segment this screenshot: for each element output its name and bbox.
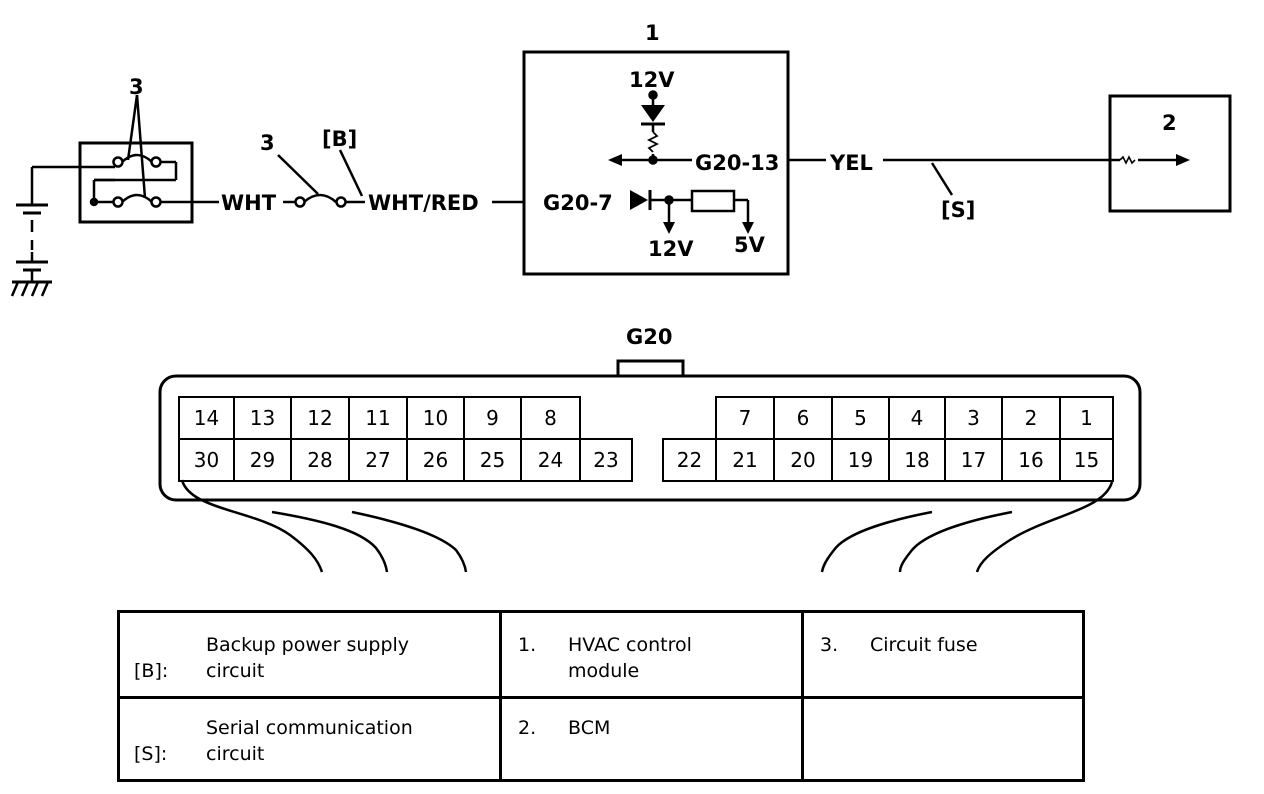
pin-number: 29 bbox=[250, 448, 275, 472]
pin-number: 9 bbox=[486, 406, 499, 430]
pin-number: 26 bbox=[423, 448, 448, 472]
legend-s-desc-line1: Serial communication bbox=[206, 717, 413, 739]
pin-number: 1 bbox=[1080, 406, 1093, 430]
pin-cell bbox=[579, 438, 633, 482]
pin-cell bbox=[178, 438, 235, 482]
legend-cell-3: 3. Circuit fuse bbox=[804, 613, 1084, 696]
pin-number: 23 bbox=[593, 448, 618, 472]
legend-cell-2: 2. BCM bbox=[502, 699, 801, 782]
pin-cell bbox=[888, 438, 946, 482]
pin-cell bbox=[662, 438, 717, 482]
legend-b-key: [B]: bbox=[134, 660, 169, 682]
pins-left-grid: 14 13 12 11 10 9 8 30 29 28 27 26 25 24 23 bbox=[178, 396, 633, 482]
pin-number: 28 bbox=[307, 448, 332, 472]
pin-cell bbox=[1059, 438, 1114, 482]
legend-divider bbox=[120, 696, 1082, 699]
legend-b-desc-line1: Backup power supply bbox=[206, 634, 410, 656]
volt-5v-label: 5V bbox=[734, 233, 766, 257]
volt-12v-top-label: 12V bbox=[629, 68, 675, 92]
pin-cell bbox=[944, 438, 1003, 482]
legend-cell-b: [B]: Backup power supply circuit bbox=[120, 613, 499, 696]
connector-name: G20 bbox=[626, 325, 672, 349]
pin-number: 30 bbox=[194, 448, 219, 472]
fuse-number-label-a: 3 bbox=[129, 75, 144, 99]
wire-wht-red-label: WHT/RED bbox=[368, 191, 479, 215]
legend-cell-1: 1. HVAC control module bbox=[502, 613, 801, 696]
pin-number: 25 bbox=[480, 448, 505, 472]
legend-cell-s: [S]: Serial communication circuit bbox=[120, 699, 499, 782]
legend-s-desc-line2: circuit bbox=[206, 743, 265, 765]
legend-item2-num: 2. bbox=[518, 717, 537, 739]
pin-number: 5 bbox=[854, 406, 867, 430]
pin-cell bbox=[773, 396, 833, 440]
legend-item1-num: 1. bbox=[518, 634, 537, 656]
legend-item3-num: 3. bbox=[820, 634, 839, 656]
legend-item2-text: BCM bbox=[568, 717, 611, 739]
volt-12v-bottom-label: 12V bbox=[648, 237, 694, 261]
pin-cell bbox=[348, 438, 408, 482]
pin-number: 2 bbox=[1025, 406, 1038, 430]
pin-number: 14 bbox=[194, 406, 219, 430]
module-2-number: 2 bbox=[1162, 111, 1177, 135]
fuse-number-label-b: 3 bbox=[260, 131, 275, 155]
pin-g20-13-label: G20-13 bbox=[695, 151, 779, 175]
legend-s-key: [S]: bbox=[134, 743, 168, 765]
pin-number: 19 bbox=[848, 448, 873, 472]
pin-number: 17 bbox=[961, 448, 986, 472]
legend-table: [B]: Backup power supply circuit [S]: Se… bbox=[117, 610, 1085, 782]
legend-item1-line1: HVAC control bbox=[568, 634, 692, 656]
pin-number: 21 bbox=[732, 448, 757, 472]
module-1-number: 1 bbox=[645, 21, 660, 45]
pin-number: 15 bbox=[1074, 448, 1099, 472]
pin-number: 20 bbox=[790, 448, 815, 472]
serial-tag: [S] bbox=[941, 198, 975, 222]
legend-item3-text: Circuit fuse bbox=[870, 634, 978, 656]
pin-cell bbox=[831, 438, 890, 482]
pin-number: 7 bbox=[739, 406, 752, 430]
wire-wht-label: WHT bbox=[221, 191, 277, 215]
pin-number: 24 bbox=[538, 448, 563, 472]
pin-number: 16 bbox=[1018, 448, 1043, 472]
legend-b-desc-line2: circuit bbox=[206, 660, 265, 682]
pin-number: 18 bbox=[904, 448, 929, 472]
pin-cell bbox=[290, 438, 350, 482]
pin-number: 6 bbox=[797, 406, 810, 430]
pin-cell bbox=[715, 396, 775, 440]
wire-yel-label: YEL bbox=[829, 151, 873, 175]
legend-cell-empty bbox=[804, 699, 1084, 782]
pin-number: 10 bbox=[423, 406, 448, 430]
legend-item1-line2: module bbox=[568, 660, 640, 682]
pin-number: 11 bbox=[365, 406, 390, 430]
pin-cell bbox=[520, 438, 581, 482]
backup-tag: [B] bbox=[322, 127, 357, 151]
pin-cell bbox=[773, 438, 833, 482]
pin-cell bbox=[463, 396, 522, 440]
pin-g20-7-label: G20-7 bbox=[543, 191, 613, 215]
pin-number: 4 bbox=[911, 406, 924, 430]
pin-number: 27 bbox=[365, 448, 390, 472]
pin-number: 3 bbox=[967, 406, 980, 430]
pin-number: 22 bbox=[677, 448, 702, 472]
pin-number: 8 bbox=[544, 406, 557, 430]
pin-number: 13 bbox=[250, 406, 275, 430]
pin-cell bbox=[520, 396, 581, 440]
pin-number: 12 bbox=[307, 406, 332, 430]
